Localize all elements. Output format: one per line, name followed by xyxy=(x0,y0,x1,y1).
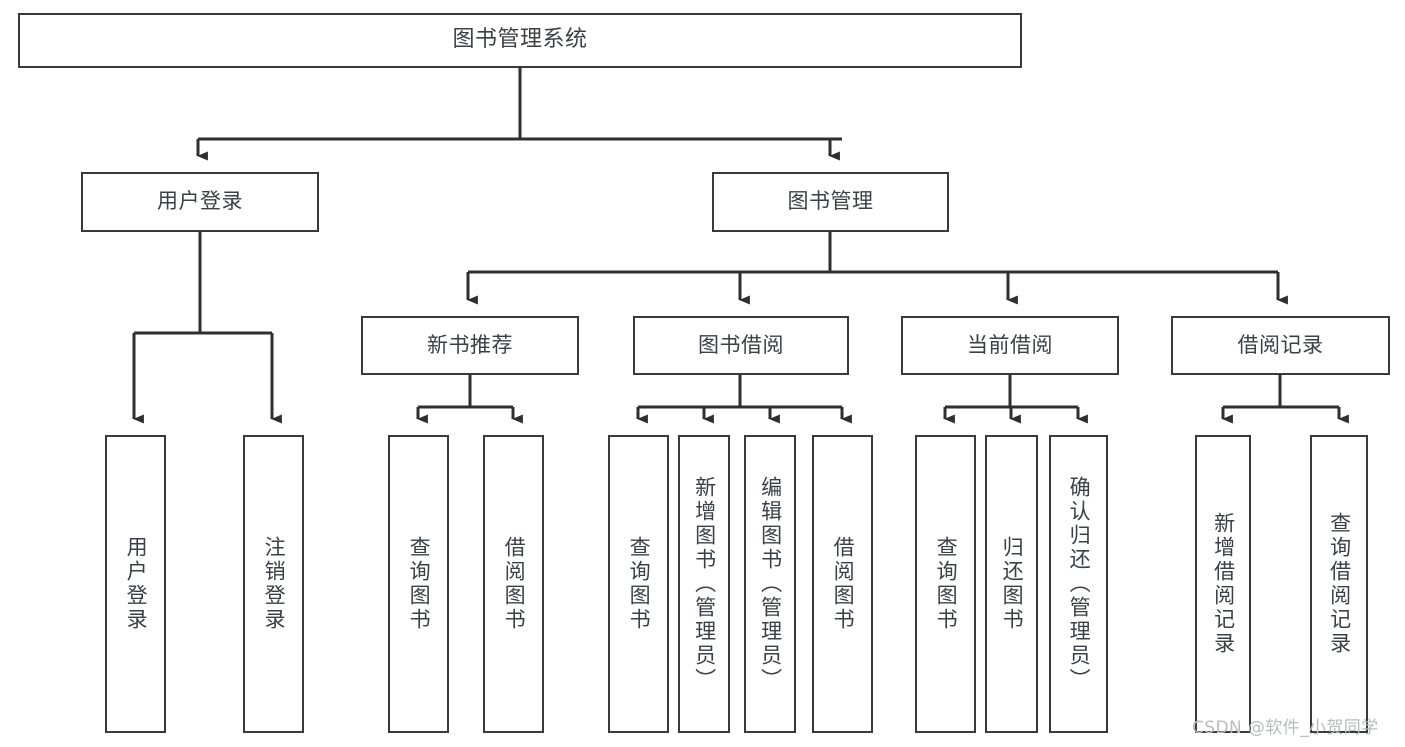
node-leaf-edit-book-label: 编辑图书（管理员） xyxy=(758,476,783,692)
node-borrow-record[interactable]: 借阅记录 xyxy=(1171,316,1390,375)
node-leaf-query-book-3[interactable]: 查询图书 xyxy=(915,435,976,733)
node-leaf-query-book-1[interactable]: 查询图书 xyxy=(388,435,449,733)
node-leaf-return-book-label: 归还图书 xyxy=(1000,536,1025,632)
node-current-borrow[interactable]: 当前借阅 xyxy=(901,316,1119,375)
node-leaf-borrow-book-2[interactable]: 借阅图书 xyxy=(812,435,873,733)
node-leaf-borrow-book-2-label: 借阅图书 xyxy=(831,536,856,632)
node-leaf-confirm-return[interactable]: 确认归还（管理员） xyxy=(1049,435,1108,733)
node-leaf-edit-book[interactable]: 编辑图书（管理员） xyxy=(744,435,796,733)
node-leaf-user-login-label: 用户登录 xyxy=(124,536,149,632)
node-leaf-query-book-2-label: 查询图书 xyxy=(627,536,652,632)
node-current-borrow-label: 当前借阅 xyxy=(967,332,1053,357)
node-leaf-user-login[interactable]: 用户登录 xyxy=(105,435,166,733)
node-book-borrow[interactable]: 图书借阅 xyxy=(633,316,849,375)
node-leaf-borrow-book-1[interactable]: 借阅图书 xyxy=(483,435,544,733)
node-book-borrow-label: 图书借阅 xyxy=(698,332,784,357)
node-leaf-return-book[interactable]: 归还图书 xyxy=(985,435,1038,733)
csdn-watermark: CSDN @软件_小贺同学 xyxy=(1192,718,1379,738)
node-user-login[interactable]: 用户登录 xyxy=(81,172,319,232)
node-user-login-label: 用户登录 xyxy=(157,189,243,214)
node-leaf-query-book-3-label: 查询图书 xyxy=(934,536,959,632)
node-leaf-add-book-label: 新增图书（管理员） xyxy=(692,476,717,692)
node-book-manage-label: 图书管理 xyxy=(787,189,874,214)
node-leaf-query-book-2[interactable]: 查询图书 xyxy=(608,435,669,733)
node-leaf-query-record-label: 查询借阅记录 xyxy=(1327,512,1352,656)
node-new-book-recommend[interactable]: 新书推荐 xyxy=(361,316,579,375)
node-leaf-query-book-1-label: 查询图书 xyxy=(407,536,432,632)
node-borrow-record-label: 借阅记录 xyxy=(1237,332,1324,357)
node-leaf-add-record-label: 新增借阅记录 xyxy=(1211,512,1236,656)
node-root[interactable]: 图书管理系统 xyxy=(18,13,1022,68)
node-leaf-add-record[interactable]: 新增借阅记录 xyxy=(1195,435,1251,733)
node-leaf-query-record[interactable]: 查询借阅记录 xyxy=(1310,435,1368,733)
node-leaf-logout-label: 注销登录 xyxy=(262,536,287,632)
node-new-book-recommend-label: 新书推荐 xyxy=(427,332,513,357)
node-root-label: 图书管理系统 xyxy=(452,27,588,53)
node-leaf-logout[interactable]: 注销登录 xyxy=(243,435,304,733)
node-leaf-borrow-book-1-label: 借阅图书 xyxy=(502,536,527,632)
node-book-manage[interactable]: 图书管理 xyxy=(712,172,949,232)
node-leaf-confirm-return-label: 确认归还（管理员） xyxy=(1067,476,1092,692)
node-leaf-add-book[interactable]: 新增图书（管理员） xyxy=(678,435,730,733)
